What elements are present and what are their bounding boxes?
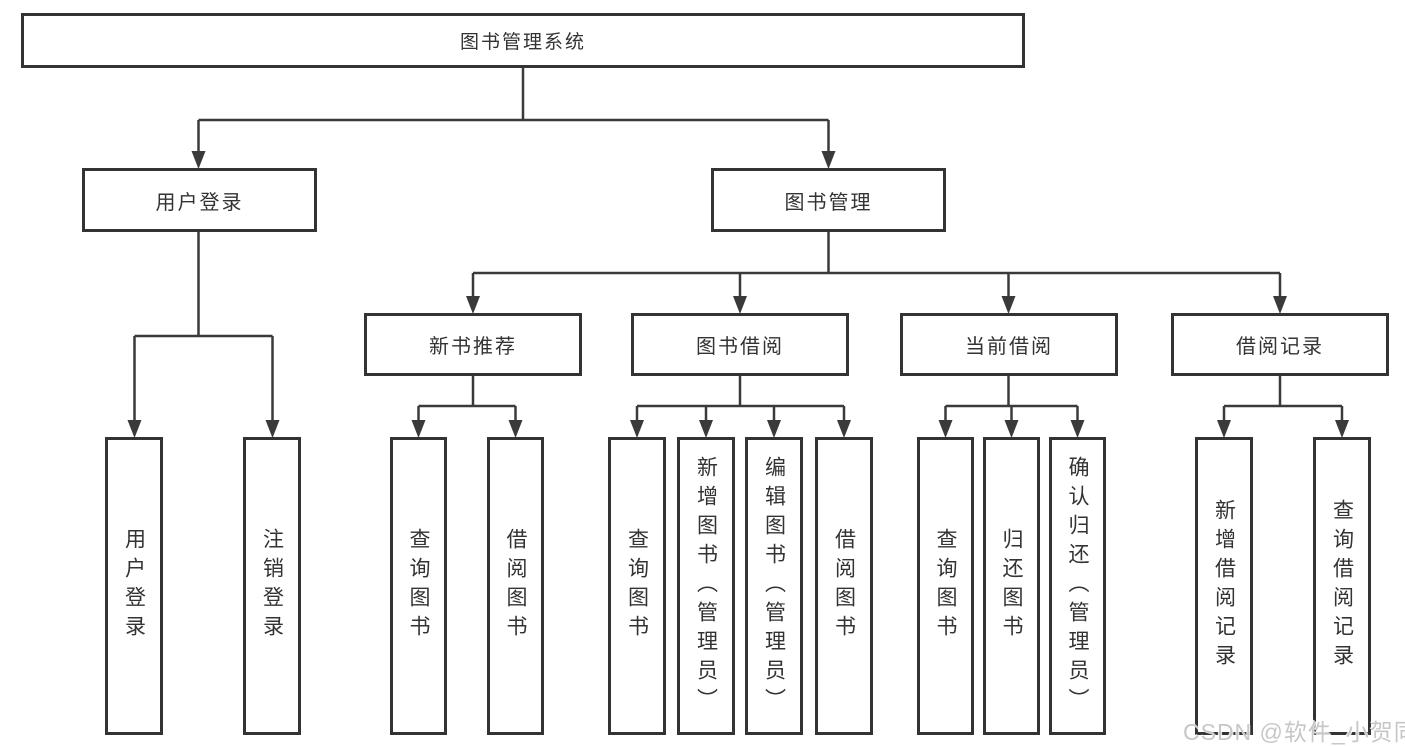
node-library-management-system: 图书管理系统: [21, 13, 1025, 68]
node-book-borrowing: 图书借阅: [631, 313, 849, 376]
leaf-records-query-record: 查询借阅记录: [1313, 437, 1371, 735]
leaf-newbooks-borrow-books: 借阅图书: [487, 437, 544, 735]
leaf-borrow-query-books: 查询图书: [608, 437, 666, 735]
leaf-logout: 注销登录: [243, 437, 301, 735]
leaf-borrow-borrow-books: 借阅图书: [815, 437, 873, 735]
leaf-borrow-add-books-admin: 新增图书（管理员）: [677, 437, 735, 735]
leaf-current-query-books: 查询图书: [917, 437, 974, 735]
leaf-current-confirm-return-admin: 确认归还（管理员）: [1049, 437, 1106, 735]
node-new-book-recommendation: 新书推荐: [364, 313, 582, 376]
node-user-login: 用户登录: [82, 168, 317, 232]
node-borrowing-records: 借阅记录: [1171, 313, 1389, 376]
leaf-borrow-edit-books-admin: 编辑图书（管理员）: [745, 437, 803, 735]
leaf-newbooks-query-books: 查询图书: [390, 437, 447, 735]
node-book-management: 图书管理: [711, 168, 946, 232]
leaf-records-add-record: 新增借阅记录: [1195, 437, 1253, 735]
leaf-current-return-books: 归还图书: [983, 437, 1040, 735]
leaf-user-login: 用户登录: [105, 437, 163, 735]
csdn-watermark: CSDN @软件_小贺同学: [1183, 719, 1405, 745]
node-current-borrowing: 当前借阅: [900, 313, 1118, 376]
